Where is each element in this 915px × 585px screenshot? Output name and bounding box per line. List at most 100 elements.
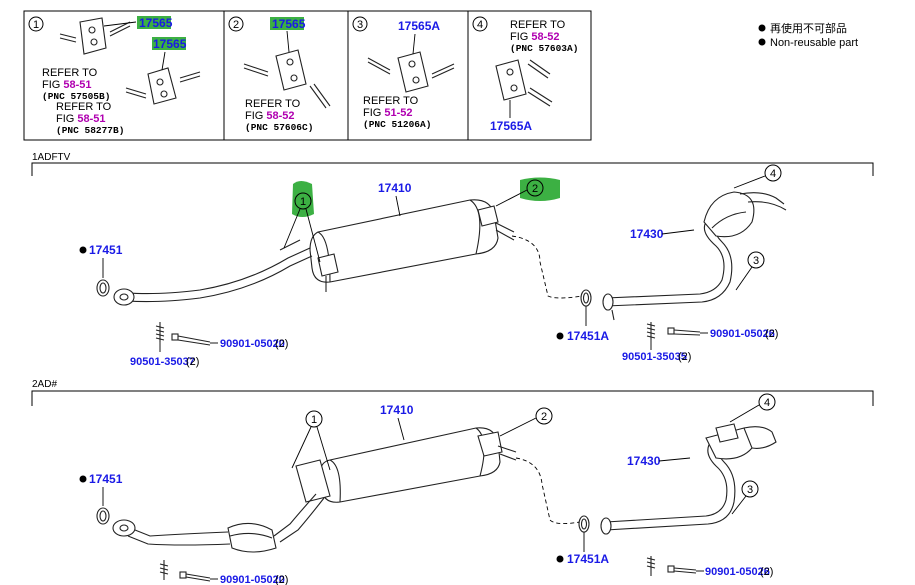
part-number[interactable]: 17565 <box>272 17 306 31</box>
part-number-muffler[interactable]: 17410 <box>380 403 414 417</box>
callout-number: 2 <box>532 183 538 195</box>
rubber-hanger-icon <box>125 51 201 105</box>
part-number-gasket[interactable]: 17451A <box>567 552 609 566</box>
quantity: (2) <box>765 328 778 340</box>
part-number[interactable]: 17565 <box>153 37 187 51</box>
part-number-bolt[interactable]: 90901-05026 <box>705 566 770 578</box>
connection-line <box>511 235 583 299</box>
callout-circle-3[interactable] <box>741 480 759 498</box>
highlight-marker <box>520 177 560 201</box>
legend-box-4: 4 REFER TO FIG 58-52 (PNC 57603A) 17565A <box>472 16 578 133</box>
quantity: (2) <box>760 566 773 578</box>
front-pipe-assembly[interactable] <box>602 191 787 321</box>
section-title: 1ADFTV <box>32 152 71 163</box>
reference-text: REFER TO <box>245 98 301 110</box>
part-number-gasket[interactable]: 17451 <box>89 472 123 486</box>
hanger-legend-boxes <box>23 10 592 141</box>
callout-circle-3 <box>352 16 368 32</box>
highlight-marker <box>152 37 186 50</box>
callout-circle-4 <box>472 16 488 32</box>
rubber-hanger-icon <box>243 30 331 109</box>
bullet-icon <box>758 38 766 46</box>
callout-number: 4 <box>764 397 770 409</box>
part-number[interactable]: 17565A <box>490 119 532 133</box>
callout-number: 3 <box>753 255 759 267</box>
callout-number: 4 <box>477 19 483 31</box>
highlight-marker <box>270 17 304 30</box>
gasket-ring <box>96 279 110 297</box>
part-number[interactable]: 17565A <box>398 19 440 33</box>
figure-reference[interactable]: FIG 58-51 <box>56 113 106 125</box>
legend-box-3: 3 17565A REFER TO FIG 51-52 (PNC 51206A) <box>352 16 455 130</box>
callout-circle-2[interactable] <box>526 179 544 197</box>
bolt-spring-left <box>155 322 218 346</box>
callout-number: 2 <box>233 19 239 31</box>
pnc-reference: (PNC 57505B) <box>42 91 110 102</box>
part-number-bolt[interactable]: 90901-05020 <box>220 338 285 350</box>
figure-reference[interactable]: FIG 51-52 <box>363 107 413 119</box>
section-1adftv: 1ADFTV 1 2 <box>31 152 874 368</box>
part-number-front-pipe[interactable]: 17430 <box>627 454 661 468</box>
muffler-assembly[interactable] <box>127 427 517 553</box>
inlet-flange <box>113 288 135 306</box>
part-number-gasket[interactable]: 17451A <box>567 329 609 343</box>
non-reusable-marker <box>79 246 87 254</box>
non-reusable-marker <box>556 555 564 563</box>
part-number-bolt[interactable]: 90901-05020 <box>220 574 285 585</box>
figure-reference[interactable]: FIG 58-51 <box>42 79 92 91</box>
bullet-icon <box>758 24 766 32</box>
callout-number: 4 <box>770 168 776 180</box>
callout-circle-2 <box>228 16 244 32</box>
part-number[interactable]: 17565 <box>139 16 173 30</box>
part-number-muffler[interactable]: 17410 <box>378 181 412 195</box>
section-bracket <box>31 390 874 406</box>
callout-number: 2 <box>541 411 547 423</box>
muffler-assembly[interactable] <box>117 199 515 303</box>
part-number-spring[interactable]: 90501-35035 <box>622 351 687 363</box>
non-reusable-marker <box>556 332 564 340</box>
rubber-hanger-icon <box>495 59 553 118</box>
rubber-hanger-icon <box>59 17 137 55</box>
legend-text-chinese: 再使用不可部品 <box>770 21 847 35</box>
callout-number: 3 <box>357 19 363 31</box>
reference-text: REFER TO <box>56 101 112 113</box>
pnc-reference: (PNC 51206A) <box>363 119 431 130</box>
bolt-spring-right <box>646 556 704 576</box>
connection-line <box>515 457 581 525</box>
part-number-gasket[interactable]: 17451 <box>89 243 123 257</box>
figure-reference[interactable]: FIG 58-52 <box>245 110 295 122</box>
quantity: (2) <box>186 356 199 368</box>
part-number-front-pipe[interactable]: 17430 <box>630 227 664 241</box>
callout-circle-4[interactable] <box>764 164 782 182</box>
bolt-spring-right <box>646 322 708 340</box>
part-number-bolt[interactable]: 90901-05026 <box>710 328 775 340</box>
callout-circle-3[interactable] <box>747 251 765 269</box>
gasket-ring <box>96 507 110 525</box>
quantity: (2) <box>275 338 288 350</box>
bolt-spring-left <box>159 560 218 582</box>
quantity: (2) <box>678 351 691 363</box>
figure-reference[interactable]: FIG 58-52 <box>510 31 560 43</box>
callout-circle-1 <box>28 16 44 32</box>
callout-circle-4[interactable] <box>758 393 776 411</box>
front-pipe-assembly[interactable] <box>600 423 777 535</box>
legend-box-1: 1 17565 17565 REFER TO FIG 58-51 (PNC 57… <box>28 16 201 136</box>
callout-number: 1 <box>300 196 306 208</box>
reference-text: REFER TO <box>510 19 566 31</box>
highlight-marker <box>292 181 314 217</box>
pnc-reference: (PNC 57606C) <box>245 122 313 133</box>
section-2ad: 2AD# 1 2 17410 17451 <box>31 379 874 585</box>
callout-circle-1[interactable] <box>305 410 323 428</box>
reference-text: REFER TO <box>363 95 419 107</box>
pnc-reference: (PNC 57603A) <box>510 43 578 54</box>
quantity: (2) <box>275 574 288 585</box>
callout-number: 3 <box>747 484 753 496</box>
callout-circle-2[interactable] <box>535 407 553 425</box>
gasket-ring <box>578 515 590 533</box>
callout-circle-1[interactable] <box>294 192 312 210</box>
pnc-reference: (PNC 58277B) <box>56 125 124 136</box>
section-title: 2AD# <box>32 379 57 390</box>
part-number-spring[interactable]: 90501-35037 <box>130 356 195 368</box>
callout-number: 1 <box>311 414 317 426</box>
